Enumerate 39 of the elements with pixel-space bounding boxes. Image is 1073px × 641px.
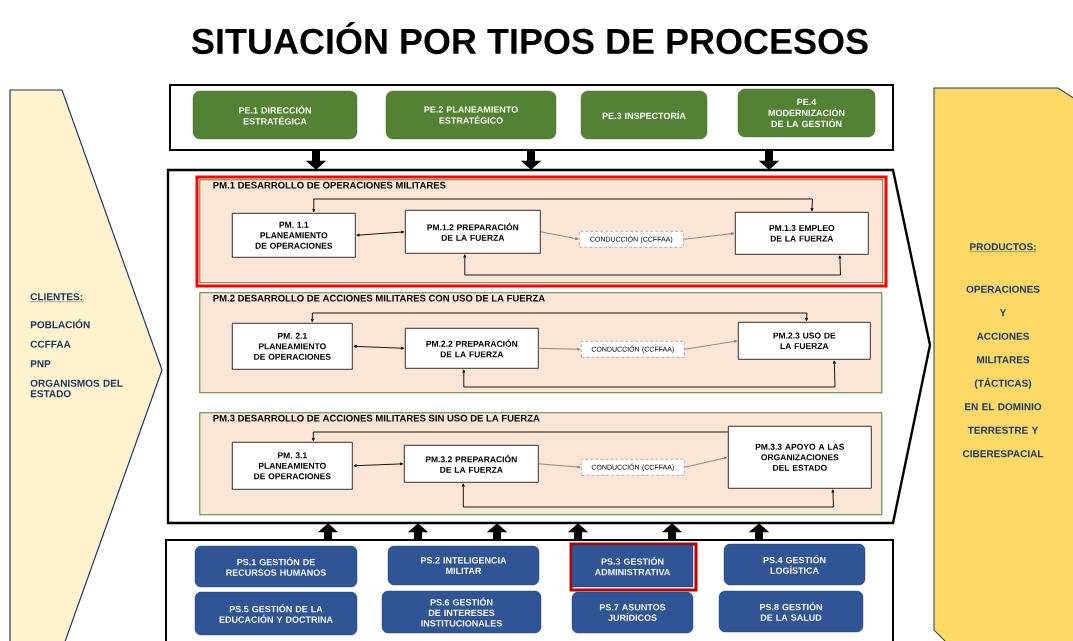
process-box: PM.1.3 EMPLEO DE LA FUERZA bbox=[734, 211, 869, 255]
process-box: PE.1 DIRECCIÓN ESTRATÉGICA bbox=[192, 90, 358, 140]
process-box: PS.5 GESTIÓN DE LA EDUCACIÓN Y DOCTRINA bbox=[194, 591, 358, 636]
process-box: PM.2.3 USO DE LA FUERZA bbox=[737, 321, 871, 360]
arrow bbox=[463, 254, 842, 276]
arrow bbox=[538, 463, 581, 469]
process-box: PM.3.2 PREPARACIÓN DE LA FUERZA bbox=[403, 444, 539, 483]
process-box: PM.2.2 PREPARACIÓN DE LA FUERZA bbox=[404, 327, 539, 369]
products-panel: PRODUCTOS: OPERACIONES Y ACCIONES MILITARES (TÁCTICAS) EN EL DOMINIO TERRESTRE Y CIBERESPACIAL bbox=[933, 87, 1073, 641]
arrow bbox=[462, 360, 836, 388]
arrow bbox=[353, 462, 404, 468]
process-box: PM. 2.1 PLANEAMIENTO DE OPERACIONES bbox=[231, 322, 353, 370]
arrow bbox=[356, 230, 405, 237]
process-box: PM.3.3 APOYO A LAS ORGANIZACIONES DEL ESTADO bbox=[727, 425, 872, 489]
process-box: PE.2 PLANEAMIENTO ESTRATÉGICO bbox=[385, 90, 557, 140]
arrow bbox=[683, 232, 735, 240]
arrow bbox=[540, 231, 579, 241]
arrow bbox=[538, 347, 581, 351]
process-box: PM.1.2 PREPARACIÓN DE LA FUERZA bbox=[404, 209, 541, 254]
arrow bbox=[311, 431, 729, 442]
clients-chevron: CLIENTES: POBLACIÓN CCFFAA PNP ORGANISMOS DEL ESTADO bbox=[9, 89, 163, 641]
process-box: PS.8 GESTIÓN DE LA SALUD bbox=[718, 590, 864, 633]
arrow bbox=[312, 198, 814, 213]
process-box: PS.2 INTELIGENCIA MILITAR bbox=[387, 545, 540, 586]
process-box: PS.4 GESTIÓN LOGÍSTICA bbox=[723, 543, 866, 586]
process-box: PE.4 MODERNIZACIÓN DE LA GESTIÓN bbox=[737, 88, 876, 138]
process-box: PM. 1.1 PLANEAMIENTO DE OPERACIONES bbox=[231, 212, 356, 258]
arrow bbox=[310, 312, 809, 323]
process-box: PS.1 GESTIÓN DE RECURSOS HUMANOS bbox=[194, 545, 358, 588]
arrow bbox=[684, 339, 738, 350]
process-box: PS.3 GESTIÓN ADMINISTRATIVA bbox=[569, 542, 698, 592]
process-box: PE.3 INSPECTORÍA bbox=[580, 90, 708, 140]
process-box: PS.7 ASUNTOS JURÍDICOS bbox=[571, 591, 694, 634]
arrow bbox=[684, 456, 728, 468]
process-box: PS.6 GESTIÓN DE INTERESES INSTITUCIONALES bbox=[381, 590, 542, 634]
process-box: PM. 3.1 PLANEAMIENTO DE OPERACIONES bbox=[231, 441, 353, 490]
arrow bbox=[461, 483, 835, 508]
title: SITUACIÓN POR TIPOS DE PROCESOS bbox=[192, 21, 868, 55]
arrow bbox=[353, 345, 405, 350]
